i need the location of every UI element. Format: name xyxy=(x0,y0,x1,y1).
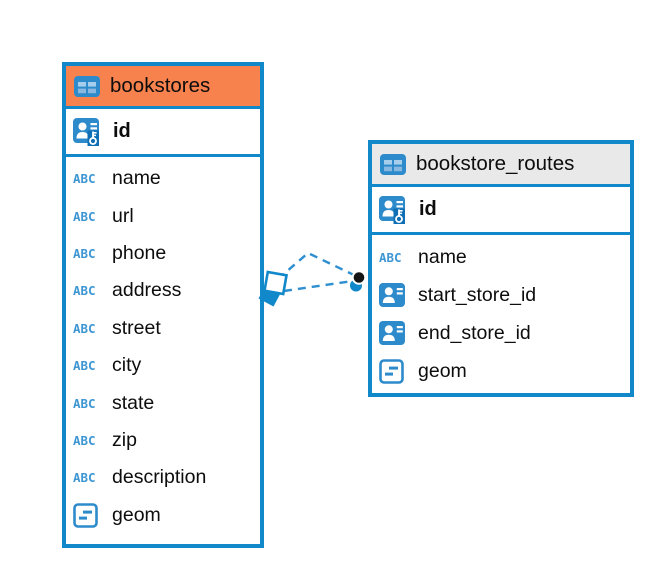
pk-column-name: id xyxy=(113,120,131,142)
text-type-icon: ABC xyxy=(73,171,96,187)
column-row[interactable]: ABC phone xyxy=(66,235,260,272)
table-bookstore-routes-header[interactable]: bookstore_routes xyxy=(372,144,630,187)
column-row[interactable]: ABC description xyxy=(66,459,260,496)
primary-key-icon xyxy=(73,117,105,146)
text-type-icon: ABC xyxy=(73,208,96,224)
text-type-icon: ABC xyxy=(73,395,96,411)
primary-key-icon xyxy=(379,195,411,224)
text-type-icon: ABC xyxy=(379,249,402,265)
geometry-type-icon xyxy=(379,359,411,384)
text-type-icon: ABC xyxy=(73,320,96,336)
column-name: geom xyxy=(418,360,467,383)
fk-endpoint-dot-blue xyxy=(350,279,362,292)
column-name: street xyxy=(112,316,161,339)
fk-link-line[interactable] xyxy=(277,251,357,280)
text-type-icon: ABC xyxy=(73,283,96,299)
table-icon xyxy=(74,75,102,97)
column-name: url xyxy=(112,204,134,227)
column-list: ABC name start_store_id xyxy=(372,235,630,391)
column-name: state xyxy=(112,391,155,414)
column-row[interactable]: geom xyxy=(372,353,630,391)
column-name: geom xyxy=(112,503,161,526)
column-name: name xyxy=(112,167,161,190)
fk-link-line[interactable] xyxy=(283,279,354,293)
column-row[interactable]: start_store_id xyxy=(372,276,630,314)
table-title: bookstore_routes xyxy=(416,152,575,175)
table-bookstores[interactable]: bookstores id A xyxy=(62,62,264,548)
column-name: end_store_id xyxy=(418,321,531,344)
text-type-icon: ABC xyxy=(73,245,96,261)
column-row[interactable]: end_store_id xyxy=(372,314,630,352)
column-row[interactable]: ABC name xyxy=(66,160,260,197)
pk-row[interactable]: id xyxy=(372,187,630,235)
fk-endpoint-dot-black xyxy=(351,270,367,285)
foreign-key-icon xyxy=(379,282,411,308)
column-row[interactable]: ABC name xyxy=(372,238,630,276)
table-bookstore-routes[interactable]: bookstore_routes id xyxy=(368,140,634,397)
column-name: address xyxy=(112,279,182,302)
geometry-type-icon xyxy=(73,502,105,528)
column-row[interactable]: ABC url xyxy=(66,197,260,234)
column-row[interactable]: ABC address xyxy=(66,272,260,309)
text-type-icon: ABC xyxy=(73,470,96,486)
column-list: ABC name ABC url ABC phone ABC address A… xyxy=(66,157,260,534)
column-name: phone xyxy=(112,241,167,264)
column-name: name xyxy=(418,245,467,268)
column-row[interactable]: ABC city xyxy=(66,347,260,384)
column-name: zip xyxy=(112,428,137,451)
text-type-icon: ABC xyxy=(73,358,96,374)
table-icon xyxy=(380,153,408,175)
column-row[interactable]: geom xyxy=(66,497,260,534)
column-name: start_store_id xyxy=(418,283,537,306)
table-title: bookstores xyxy=(110,74,211,97)
column-name: city xyxy=(112,354,142,377)
pk-row[interactable]: id xyxy=(66,109,260,157)
pk-column-name: id xyxy=(419,198,437,220)
column-name: description xyxy=(112,466,207,489)
foreign-key-icon xyxy=(379,320,411,346)
fk-source-marker-open xyxy=(262,270,289,296)
column-row[interactable]: ABC zip xyxy=(66,422,260,459)
column-row[interactable]: ABC state xyxy=(66,384,260,421)
table-bookstores-header[interactable]: bookstores xyxy=(66,66,260,109)
column-row[interactable]: ABC street xyxy=(66,310,260,347)
text-type-icon: ABC xyxy=(73,432,96,448)
